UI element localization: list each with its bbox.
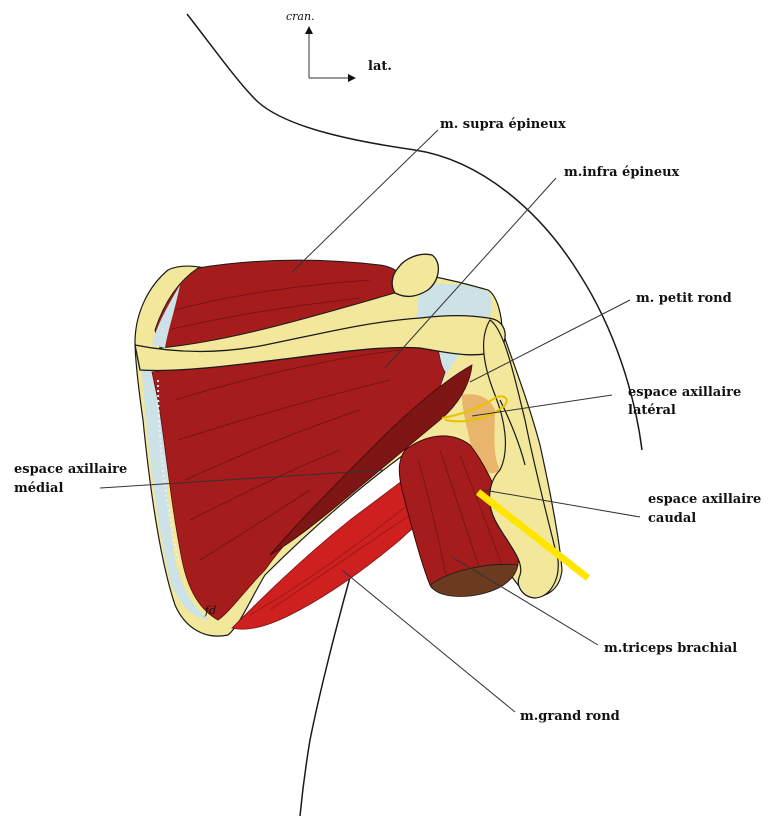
label-axil-caud-2: caudal bbox=[648, 511, 696, 526]
label-infra-epineux: m.infra épineux bbox=[564, 165, 680, 180]
lateral-label: lat. bbox=[368, 59, 392, 74]
label-axil-med-2: médial bbox=[14, 481, 63, 496]
label-triceps-brachial: m.triceps brachial bbox=[604, 641, 737, 656]
orientation-arrowhead-lateral-icon bbox=[348, 74, 356, 82]
label-axil-lat-2: latéral bbox=[628, 403, 676, 418]
label-axil-caud-1: espace axillaire bbox=[648, 492, 761, 507]
label-supra-epineux: m. supra épineux bbox=[440, 117, 566, 132]
cranial-label: cran. bbox=[286, 10, 315, 23]
label-petit-rond: m. petit rond bbox=[636, 291, 732, 306]
label-grand-rond: m.grand rond bbox=[520, 709, 620, 724]
arm-contour-line bbox=[300, 570, 352, 816]
label-axil-lat-1: espace axillaire bbox=[628, 385, 741, 400]
label-axil-med-1: espace axillaire bbox=[14, 462, 127, 477]
scapula-mark-label: fd bbox=[204, 604, 216, 617]
leader-supra bbox=[292, 130, 438, 272]
orientation-arrowhead-cranial-icon bbox=[305, 26, 313, 34]
